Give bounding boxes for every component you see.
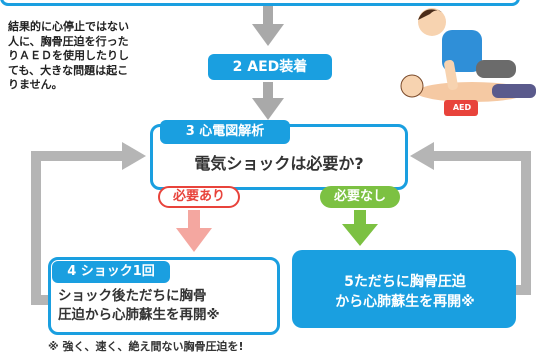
arrow-no-head — [342, 224, 378, 246]
rescuer-legs — [476, 60, 516, 78]
resume-cpr-box — [292, 250, 516, 328]
cpr-illustration — [400, 8, 536, 116]
aed-device — [444, 100, 478, 116]
loop-left-head — [122, 142, 146, 170]
step-shock-once: 4 ショック1回 — [52, 261, 170, 283]
arrow-yes-shaft — [188, 210, 200, 232]
loop-right-head — [410, 142, 434, 170]
footnote: ※ 強く、速く、絶え間ない胸骨圧迫を! — [48, 340, 244, 353]
badge-shock-needed: 必要あり — [158, 186, 240, 208]
patient-head — [400, 74, 424, 98]
arrow-mid-shaft — [263, 82, 273, 102]
arrow-mid-head — [252, 98, 284, 120]
shock-needed-question: 電気ショックは必要か? — [194, 154, 364, 173]
step-aed-attach: 2 AED装着 — [208, 54, 332, 80]
rescuer-arm — [444, 59, 458, 91]
step-ecg-analysis: 3 心電図解析 — [160, 120, 290, 144]
loop-right-line — [432, 151, 531, 295]
side-note: 結果的に心停止ではない 人に、胸骨圧迫を行った りＡＥＤを使用したりし ても、大… — [8, 20, 129, 91]
arrow-top-shaft — [263, 6, 273, 28]
arrow-top-head — [252, 24, 284, 46]
resume-cpr-instruction: 5ただちに胸骨圧迫 から心肺蘇生を再開※ — [335, 274, 475, 310]
loop-left-line — [31, 151, 124, 305]
arrow-no-shaft — [354, 210, 366, 228]
patient-pants — [492, 84, 536, 98]
shock-instruction: ショック後ただちに胸骨 圧迫から心肺蘇生を再開※ — [58, 288, 220, 323]
badge-shock-not-needed: 必要なし — [320, 186, 400, 208]
aed-tag: AED — [452, 103, 472, 112]
rescuer-hair — [418, 9, 442, 20]
arrow-yes-head — [176, 228, 212, 252]
